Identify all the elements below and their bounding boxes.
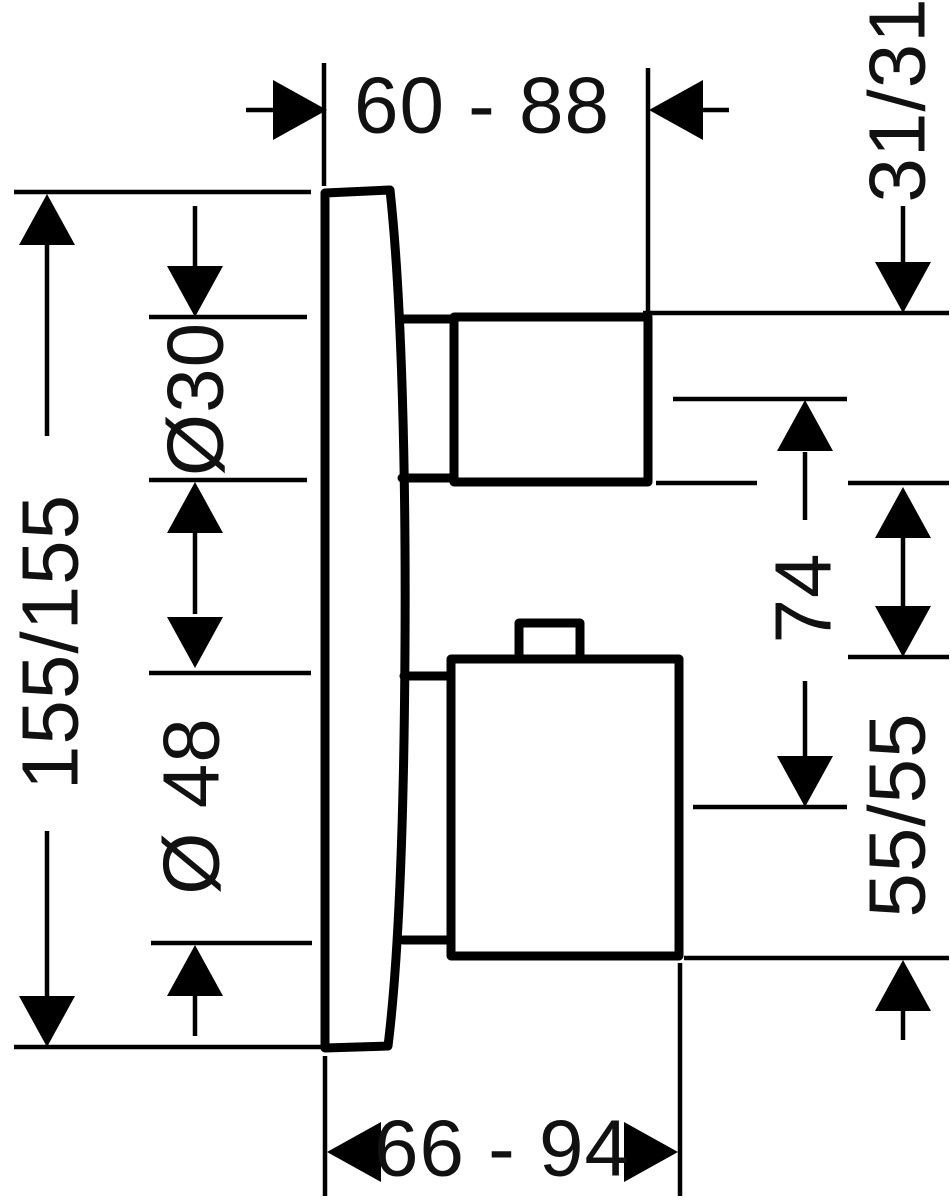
arrow-down-axis-distance-bottom [777,756,833,807]
arrow-down-dia30-top [167,266,223,317]
arrow-right-depth-top-left [273,80,327,140]
arrow-down-height-bottom [19,996,75,1047]
product-outline [320,185,684,1053]
arrow-down-dia48-top [167,617,223,668]
arrow-up-offset31-bottom [875,487,931,538]
dim-bottom-handle-height-label: 55/55 [853,712,942,917]
arrow-left-depth-top-right [649,80,703,140]
dim-top-handle-diameter-label: Ø30 [151,322,240,476]
arrow-up-55-bottom [875,960,931,1011]
arrow-up-axis-distance-top [777,400,833,451]
escutcheon-plate [320,185,410,1053]
dimension-line-stems [44,107,906,1040]
arrow-up-dia30-bottom [167,482,223,533]
dim-depth-range-top-label: 60 - 88 [354,61,610,150]
dim-handle-axis-distance-label: 74 [759,553,848,644]
dim-depth-range-bottom-label: 66 - 94 [374,1104,630,1193]
arrowheads [19,80,931,1182]
arrow-down-offset31-top [875,262,931,313]
arrow-down-55-top [875,606,931,657]
extension-lines [14,63,949,1196]
arrow-right-depth-bottom-right [624,1122,678,1182]
bottom-handle-sleeve [398,671,454,945]
top-handle [449,312,653,487]
bottom-handle-grip-tab [514,618,585,664]
arrow-up-height-top [19,194,75,245]
arrow-up-dia48-bottom [167,945,223,996]
dim-offset-top-right-label: 31/31 [853,0,942,203]
bottom-handle [446,654,684,961]
arrow-left-depth-bottom-left [327,1122,381,1182]
dim-overall-height-label: 155/155 [6,494,95,790]
dim-bottom-handle-diameter-label: Ø 48 [147,717,236,894]
dimension-labels: 60 - 88 31/31 155/155 Ø30 Ø 48 74 55/55 … [6,0,942,1193]
top-handle-stem [397,314,456,483]
